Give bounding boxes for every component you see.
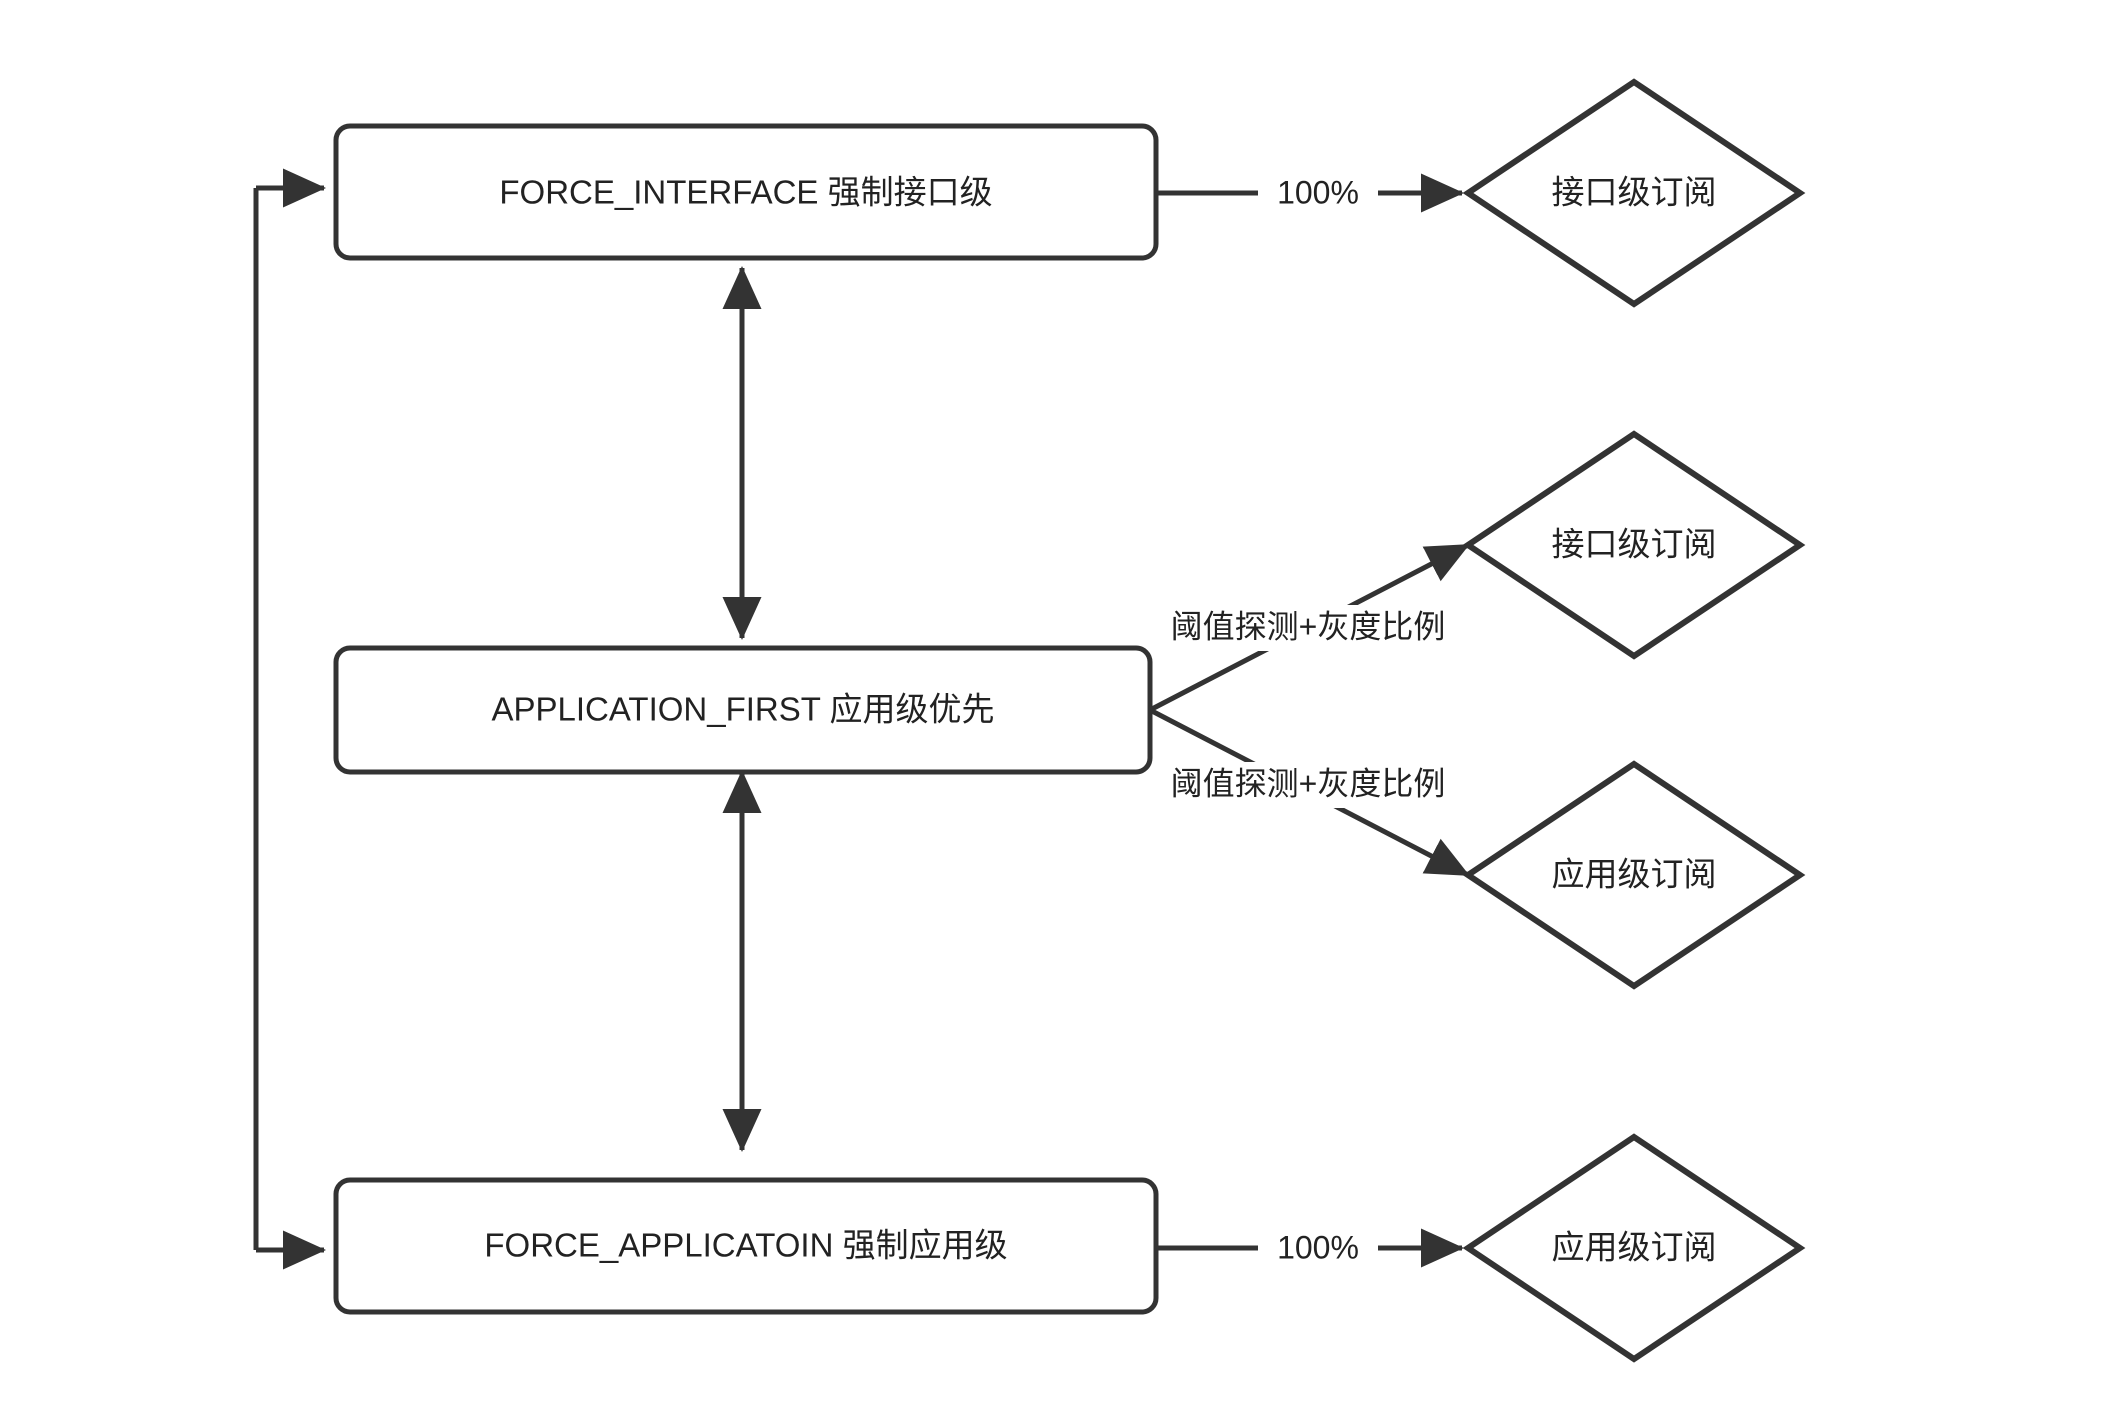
edge-force-application-to-app-sub: 100% [1156, 1228, 1465, 1268]
node-application-subscription-middle[interactable]: 应用级订阅 [1462, 760, 1806, 990]
node-application-subscription-middle-label: 应用级订阅 [1552, 856, 1717, 893]
node-interface-subscription-top[interactable]: 接口级订阅 [1462, 78, 1806, 308]
edge-label-backdrop-upper [1158, 605, 1458, 651]
node-interface-subscription-top-label: 接口级订阅 [1552, 174, 1717, 211]
node-force-application-label: FORCE_APPLICATOIN 强制应用级 [484, 1227, 1007, 1264]
edge-force-interface-to-interface-sub: 100% [1158, 173, 1465, 213]
node-force-interface[interactable]: FORCE_INTERFACE 强制接口级 [333, 123, 1159, 261]
edge-label-100-percent-bottom: 100% [1277, 1229, 1359, 1265]
node-interface-subscription-middle-label: 接口级订阅 [1552, 526, 1717, 563]
edge-label-threshold-gray-upper: 阈值探测+灰度比例 [1171, 608, 1446, 644]
node-interface-subscription-top-diamond[interactable] [1462, 78, 1806, 308]
node-application-first-label: APPLICATION_FIRST 应用级优先 [491, 691, 994, 728]
edge-loop-bus [253, 168, 327, 1270]
node-interface-subscription-middle[interactable]: 接口级订阅 [1462, 430, 1806, 660]
node-application-subscription-bottom-label: 应用级订阅 [1552, 1229, 1717, 1266]
node-application-subscription-bottom[interactable]: 应用级订阅 [1462, 1133, 1806, 1363]
edge-label-100-percent-top: 100% [1277, 174, 1359, 210]
edge-app-first-to-app-sub: 阈值探测+灰度比例 [1148, 707, 1470, 878]
edge-label-threshold-gray-lower: 阈值探测+灰度比例 [1171, 765, 1446, 801]
node-force-application[interactable]: FORCE_APPLICATOIN 强制应用级 [333, 1177, 1159, 1315]
node-application-first-box[interactable] [333, 645, 1153, 775]
node-force-interface-box[interactable] [333, 123, 1159, 261]
edge-label-backdrop-lower [1158, 762, 1458, 808]
node-application-subscription-middle-diamond[interactable] [1462, 760, 1806, 990]
node-application-first[interactable]: APPLICATION_FIRST 应用级优先 [333, 645, 1153, 775]
node-interface-subscription-middle-diamond[interactable] [1462, 430, 1806, 660]
node-application-subscription-bottom-diamond[interactable] [1462, 1133, 1806, 1363]
node-force-application-box[interactable] [333, 1177, 1159, 1315]
node-force-interface-label: FORCE_INTERFACE 强制接口级 [499, 174, 992, 211]
edge-app-first-to-interface-sub: 阈值探测+灰度比例 [1148, 542, 1470, 713]
